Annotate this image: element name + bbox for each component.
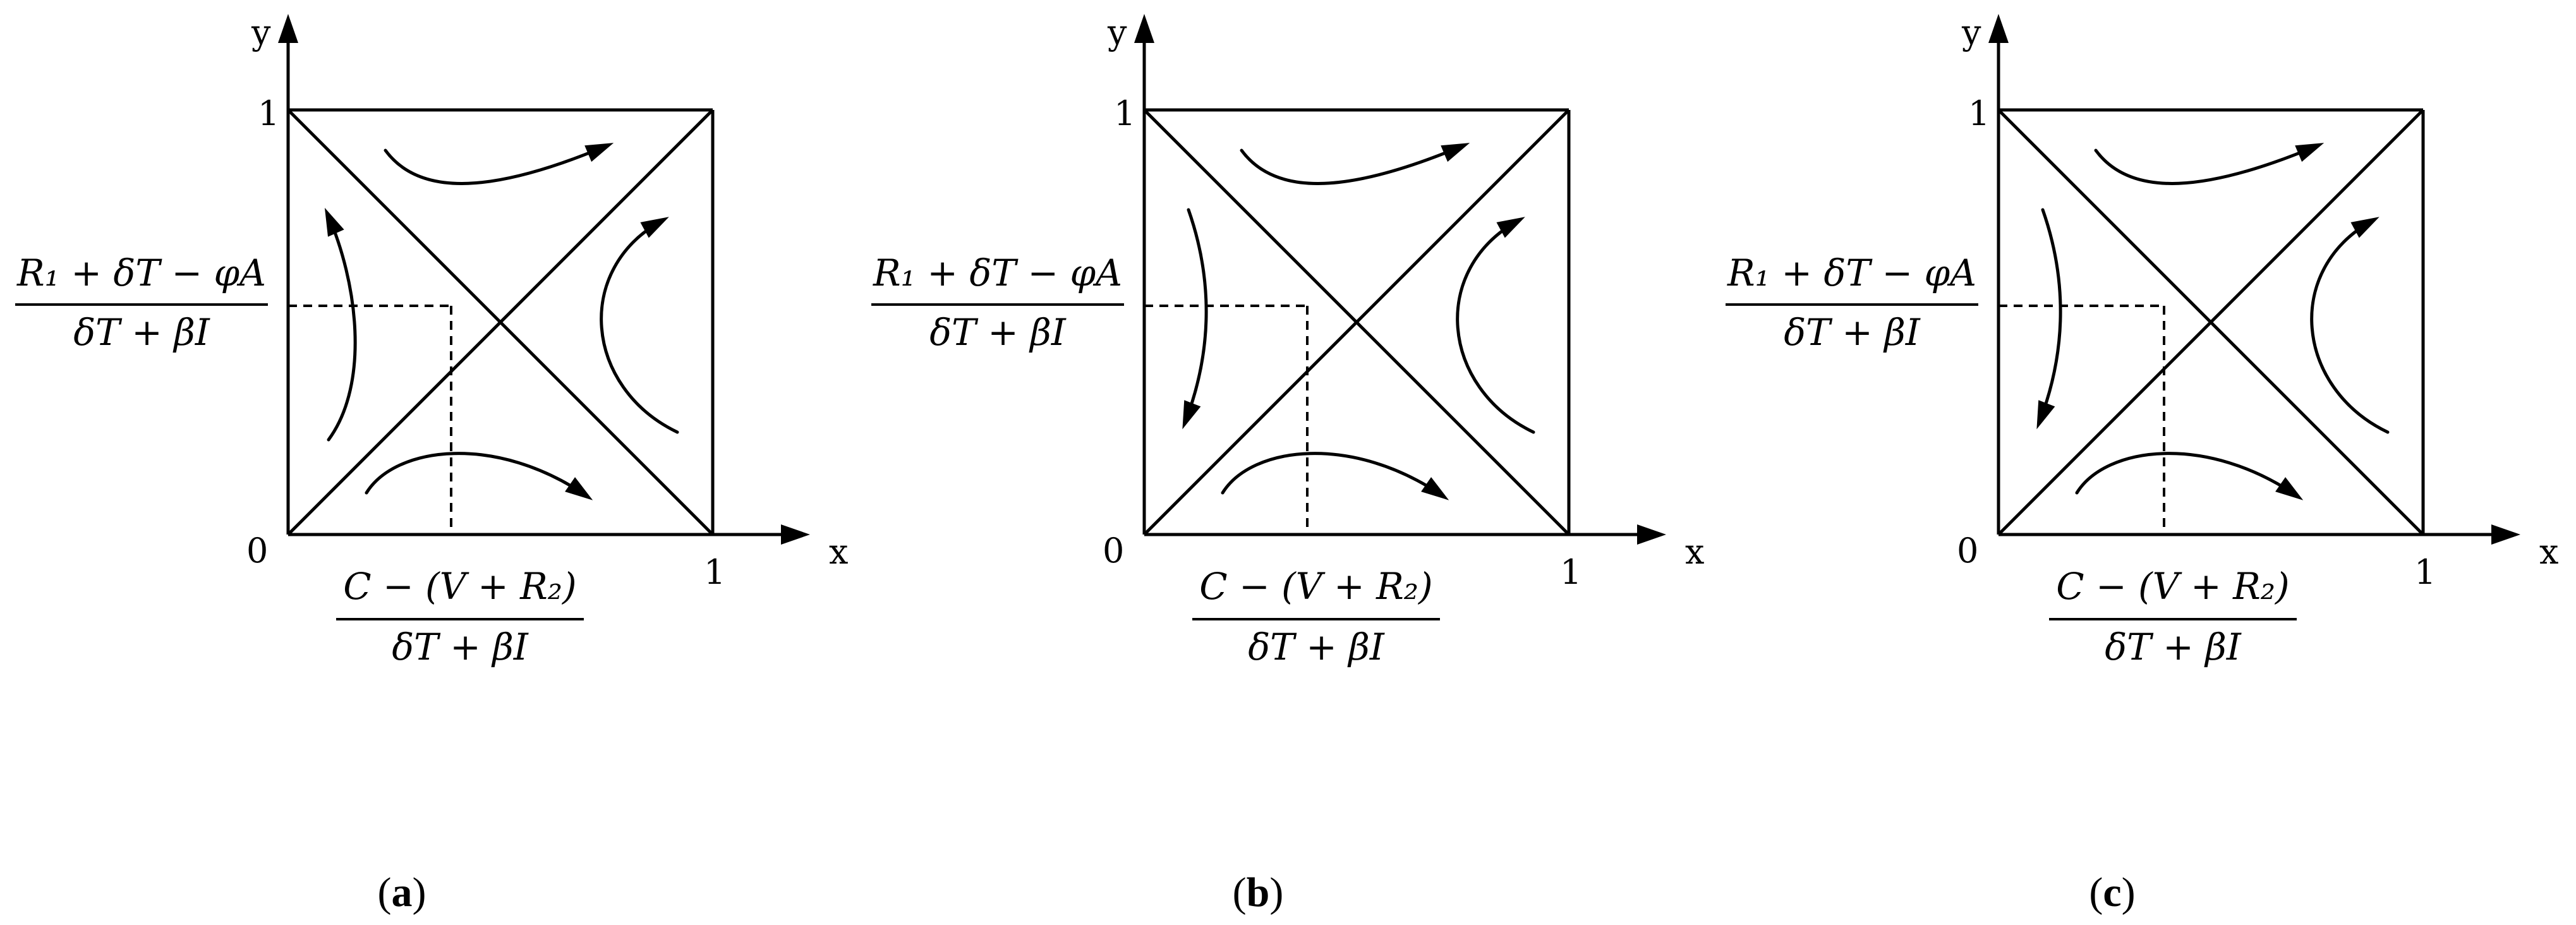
left-flow-arrow — [2036, 208, 2062, 430]
x-max-label: 1 — [2414, 552, 2436, 592]
y-equilibrium-denominator: δT + βI — [1784, 311, 1921, 354]
x-axis-label: x — [829, 532, 848, 572]
bottom-flow-arrow-head — [565, 477, 593, 500]
y-equilibrium-numerator: R₁ + δT − φA — [873, 251, 1122, 294]
x-equilibrium-denominator: δT + βI — [2105, 626, 2242, 668]
top-flow-arrow — [2094, 143, 2325, 185]
top-flow-arrow-path — [384, 143, 610, 185]
panel-caption: (c) — [2089, 869, 2135, 916]
unstable-manifold-line — [287, 109, 714, 536]
bottom-flow-arrow — [1221, 452, 1449, 500]
top-flow-arrow-head — [2295, 143, 2325, 162]
left-flow-arrow-head — [2036, 400, 2055, 430]
origin-label: 0 — [1957, 531, 1978, 571]
panel-caption: (b) — [1233, 869, 1284, 916]
bottom-flow-arrow-head — [2275, 477, 2304, 500]
x-max-label: 1 — [1560, 552, 1581, 592]
panel-a: y x 0 1 1 R₁ + δT − φA δT + βI C − (V + R₂) δT +… — [15, 13, 848, 916]
y-axis-arrow-icon — [278, 14, 298, 43]
left-flow-arrow-path — [2037, 208, 2062, 425]
origin-label: 0 — [246, 531, 268, 571]
left-flow-arrow-head — [1182, 400, 1201, 430]
right-flow-arrow-head — [640, 217, 669, 238]
y-equilibrium-denominator: δT + βI — [929, 311, 1067, 354]
y-equilibrium-numerator: R₁ + δT − φA — [16, 251, 266, 294]
panel-c: y x 0 1 1 R₁ + δT − φA δT + βI C − (V + R₂) δT +… — [1726, 13, 2558, 916]
right-flow-arrow-path — [2310, 218, 2390, 434]
y-max-label: 1 — [1968, 94, 1990, 133]
x-axis-arrow-icon — [781, 524, 810, 545]
unstable-manifold-line — [1143, 109, 1570, 536]
y-axis-label: y — [1107, 13, 1127, 52]
y-equilibrium-numerator: R₁ + δT − φA — [1727, 251, 1976, 294]
top-flow-arrow-head — [1441, 143, 1470, 162]
left-flow-arrow-path — [1183, 208, 1208, 425]
bottom-flow-arrow — [2075, 452, 2304, 500]
right-flow-arrow — [600, 217, 679, 434]
left-flow-arrow — [324, 207, 357, 442]
x-axis-label: x — [2539, 532, 2558, 572]
origin-label: 0 — [1103, 531, 1124, 571]
left-flow-arrow-head — [324, 207, 344, 237]
x-equilibrium-numerator: C − (V + R₂) — [343, 565, 576, 608]
bottom-flow-arrow-path — [1221, 452, 1446, 499]
y-max-label: 1 — [258, 94, 279, 133]
x-axis-arrow-icon — [2491, 524, 2520, 545]
right-flow-arrow — [1456, 217, 1535, 434]
y-axis-label: y — [251, 13, 271, 52]
bottom-flow-arrow — [365, 452, 593, 500]
panel-b: y x 0 1 1 R₁ + δT − φA δT + βI C − (V + R₂) δT +… — [871, 13, 1704, 916]
right-flow-arrow-head — [2350, 217, 2379, 238]
x-max-label: 1 — [704, 552, 725, 592]
top-flow-arrow — [1240, 143, 1470, 185]
y-max-label: 1 — [1114, 94, 1135, 133]
x-equilibrium-denominator: δT + βI — [1248, 626, 1385, 668]
right-flow-arrow — [2310, 217, 2390, 434]
top-flow-arrow-path — [2094, 143, 2320, 185]
x-axis-label: x — [1685, 532, 1704, 572]
unstable-manifold-line — [1997, 109, 2424, 536]
panel-caption: (a) — [378, 869, 426, 916]
x-equilibrium-numerator: C − (V + R₂) — [1199, 565, 1432, 608]
left-flow-arrow-path — [325, 212, 357, 442]
left-flow-arrow — [1182, 208, 1208, 430]
bottom-flow-arrow-path — [2075, 452, 2300, 499]
y-axis-label: y — [1961, 13, 1981, 52]
right-flow-arrow-path — [1456, 218, 1535, 434]
top-flow-arrow-path — [1240, 143, 1466, 185]
x-equilibrium-numerator: C − (V + R₂) — [2056, 565, 2289, 608]
right-flow-arrow-path — [600, 218, 679, 434]
x-equilibrium-denominator: δT + βI — [392, 626, 529, 668]
y-equilibrium-denominator: δT + βI — [73, 311, 210, 354]
y-axis-arrow-icon — [1134, 14, 1154, 43]
y-axis-arrow-icon — [1988, 14, 2009, 43]
top-flow-arrow-head — [584, 143, 614, 162]
top-flow-arrow — [384, 143, 614, 185]
x-axis-arrow-icon — [1637, 524, 1666, 545]
bottom-flow-arrow-head — [1421, 477, 1449, 500]
bottom-flow-arrow-path — [365, 452, 590, 499]
right-flow-arrow-head — [1496, 217, 1525, 238]
